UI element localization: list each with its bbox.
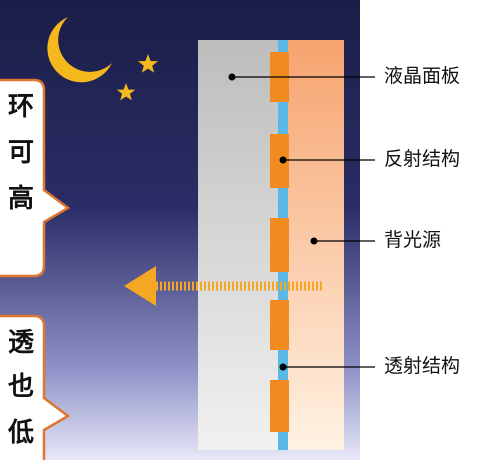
reflector-blocks	[270, 52, 289, 432]
light-ray	[124, 266, 324, 306]
leader-dot	[310, 237, 318, 245]
reflector-block	[270, 380, 289, 432]
leader-dots	[228, 73, 318, 371]
leader-dot	[279, 156, 287, 164]
bubble-top-char-3: 高	[8, 184, 35, 214]
crescent-moon-icon	[47, 17, 113, 83]
label-reflective-structure: 反射结构	[384, 148, 461, 170]
star-icon	[116, 83, 136, 101]
speech-bubble-bottom	[0, 314, 71, 460]
reflector-block	[270, 218, 289, 272]
speech-bubble-top	[0, 78, 71, 278]
leader-dot	[228, 73, 236, 81]
bubble-bottom-char-3: 低	[8, 418, 35, 448]
star-icon	[138, 54, 158, 73]
bubble-bottom-char-1: 透	[8, 328, 35, 358]
label-lcd-panel: 液晶面板	[384, 65, 461, 87]
bubble-top-char-1: 环	[8, 92, 35, 122]
backlight-layer	[288, 40, 344, 450]
lcd-panel-layer	[198, 40, 278, 450]
bubble-bottom-char-2: 也	[8, 372, 35, 402]
bubble-top-char-2: 可	[8, 138, 35, 168]
label-transmissive-structure: 透射结构	[384, 355, 461, 377]
leader-dot	[279, 363, 287, 371]
leader-lines	[232, 76, 375, 368]
label-backlight: 背光源	[384, 229, 442, 251]
reflector-block	[270, 134, 289, 188]
reflector-block	[270, 300, 289, 350]
left-arrow-icon	[124, 266, 156, 306]
